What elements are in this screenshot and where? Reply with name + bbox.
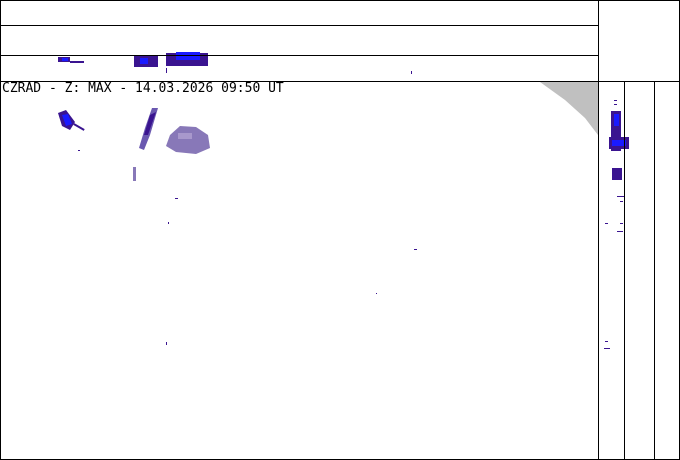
no-data-area (540, 82, 598, 135)
plan-view-echoes (58, 108, 417, 345)
radar-product-title: CZRAD - Z: MAX - 14.03.2026 09:50 UT (2, 81, 284, 96)
side-view-right-echoes (604, 100, 629, 349)
